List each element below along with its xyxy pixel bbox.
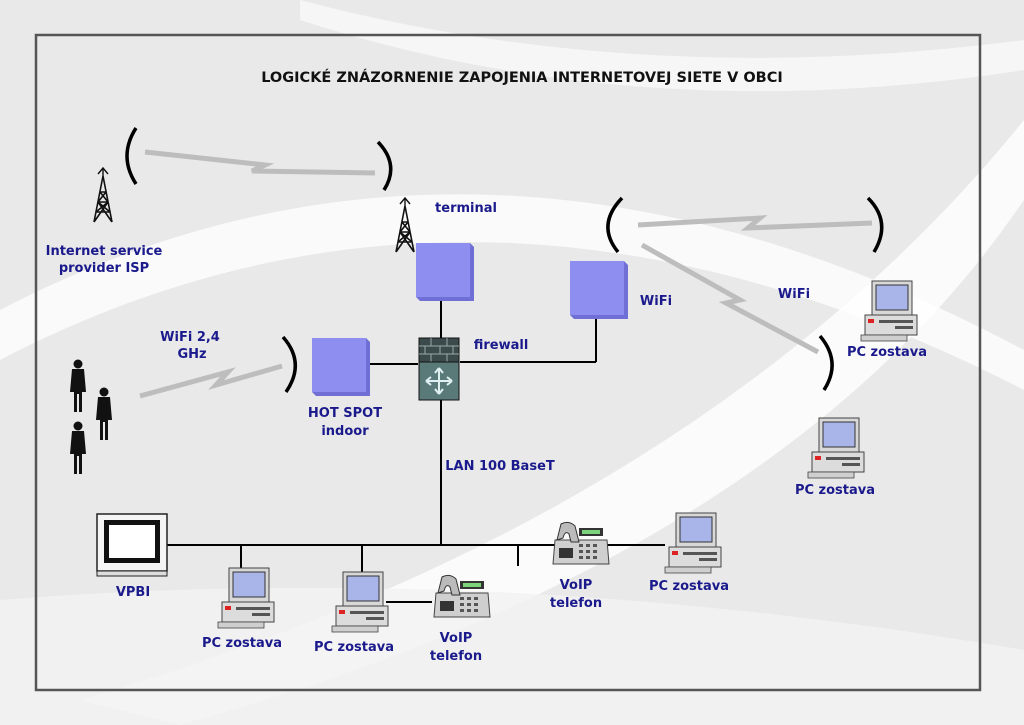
lan-label: LAN 100 BaseT (445, 459, 555, 474)
voip-label-line2: telefon (430, 649, 482, 664)
pc-label: PC zostava (202, 636, 282, 651)
wifi24-label: WiFi 2,4 (160, 330, 220, 345)
hotspot-label: HOT SPOT (308, 406, 382, 421)
antenna-icon (376, 140, 393, 191)
firewall-label: firewall (474, 338, 529, 353)
wifi24-label-line2: GHz (177, 347, 206, 362)
pc-label: PC zostava (795, 483, 875, 498)
wifi-right-label: WiFi (778, 287, 810, 302)
antenna-icon (818, 334, 834, 391)
wireless-link-hotspot (139, 363, 283, 399)
wifi-box (570, 261, 628, 319)
antenna-icon (125, 127, 138, 185)
antenna-arcs (125, 127, 884, 393)
wifi-top-label: WiFi (640, 294, 672, 309)
person-icon (96, 387, 112, 440)
hotspot-box (312, 338, 370, 396)
voip-label-line2: telefon (550, 596, 602, 611)
vpbi-label: VPBI (116, 585, 150, 600)
isp-label: Internet service (46, 244, 163, 259)
terminal-label: terminal (435, 201, 497, 216)
wireless-link-wifi-diagonal (640, 242, 820, 355)
person-icon (70, 359, 86, 412)
antenna-icon (281, 335, 298, 393)
radio-tower-icon (93, 167, 113, 223)
telephone-icon (552, 521, 610, 565)
diagram-frame (34, 33, 982, 692)
pc-label: PC zostava (649, 579, 729, 594)
voip-label: VoIP (560, 578, 593, 593)
telephone-icon (433, 574, 491, 618)
isp-label-line2: provider ISP (59, 261, 149, 276)
pc-label: PC zostava (847, 345, 927, 360)
antenna-icon (866, 196, 884, 253)
voip-label: VoIP (440, 631, 473, 646)
antenna-icon (606, 196, 624, 254)
hotspot-label-line2: indoor (321, 424, 369, 439)
firewall-router-icon (418, 337, 460, 401)
terminal-box (416, 243, 474, 301)
computer-icon (807, 417, 865, 479)
wireless-link-wifi-top (637, 215, 873, 231)
monitor-icon (96, 513, 168, 577)
person-icon (70, 421, 86, 474)
wireless-link-isp-terminal (144, 149, 376, 176)
diagram-title: LOGICKÉ ZNÁZORNENIE ZAPOJENIA INTERNETOV… (261, 69, 783, 86)
pc-label: PC zostava (314, 640, 394, 655)
